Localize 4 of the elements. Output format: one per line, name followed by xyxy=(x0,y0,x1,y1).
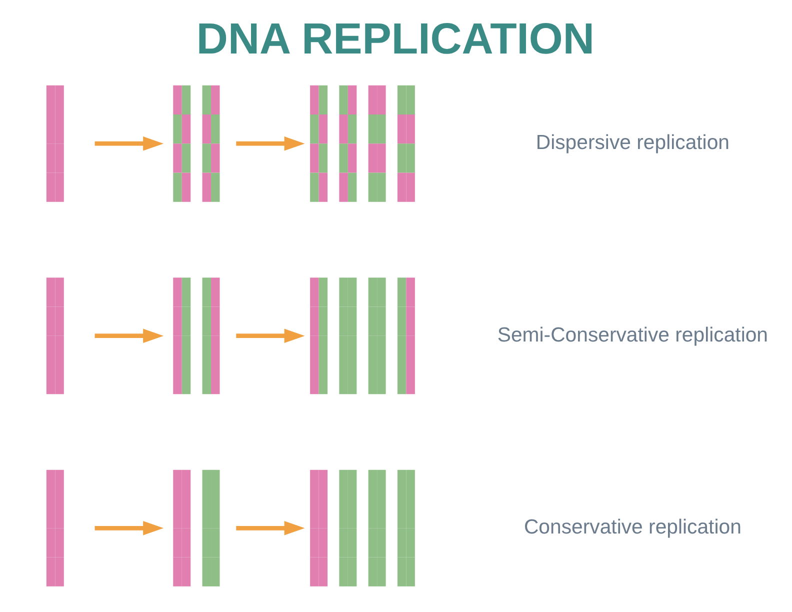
label: Conservative replication xyxy=(524,516,742,539)
label: Semi-Conservative replication xyxy=(497,324,768,346)
diagram-title: DNA REPLICATION xyxy=(196,14,594,64)
label: Dispersive replication xyxy=(536,132,730,154)
